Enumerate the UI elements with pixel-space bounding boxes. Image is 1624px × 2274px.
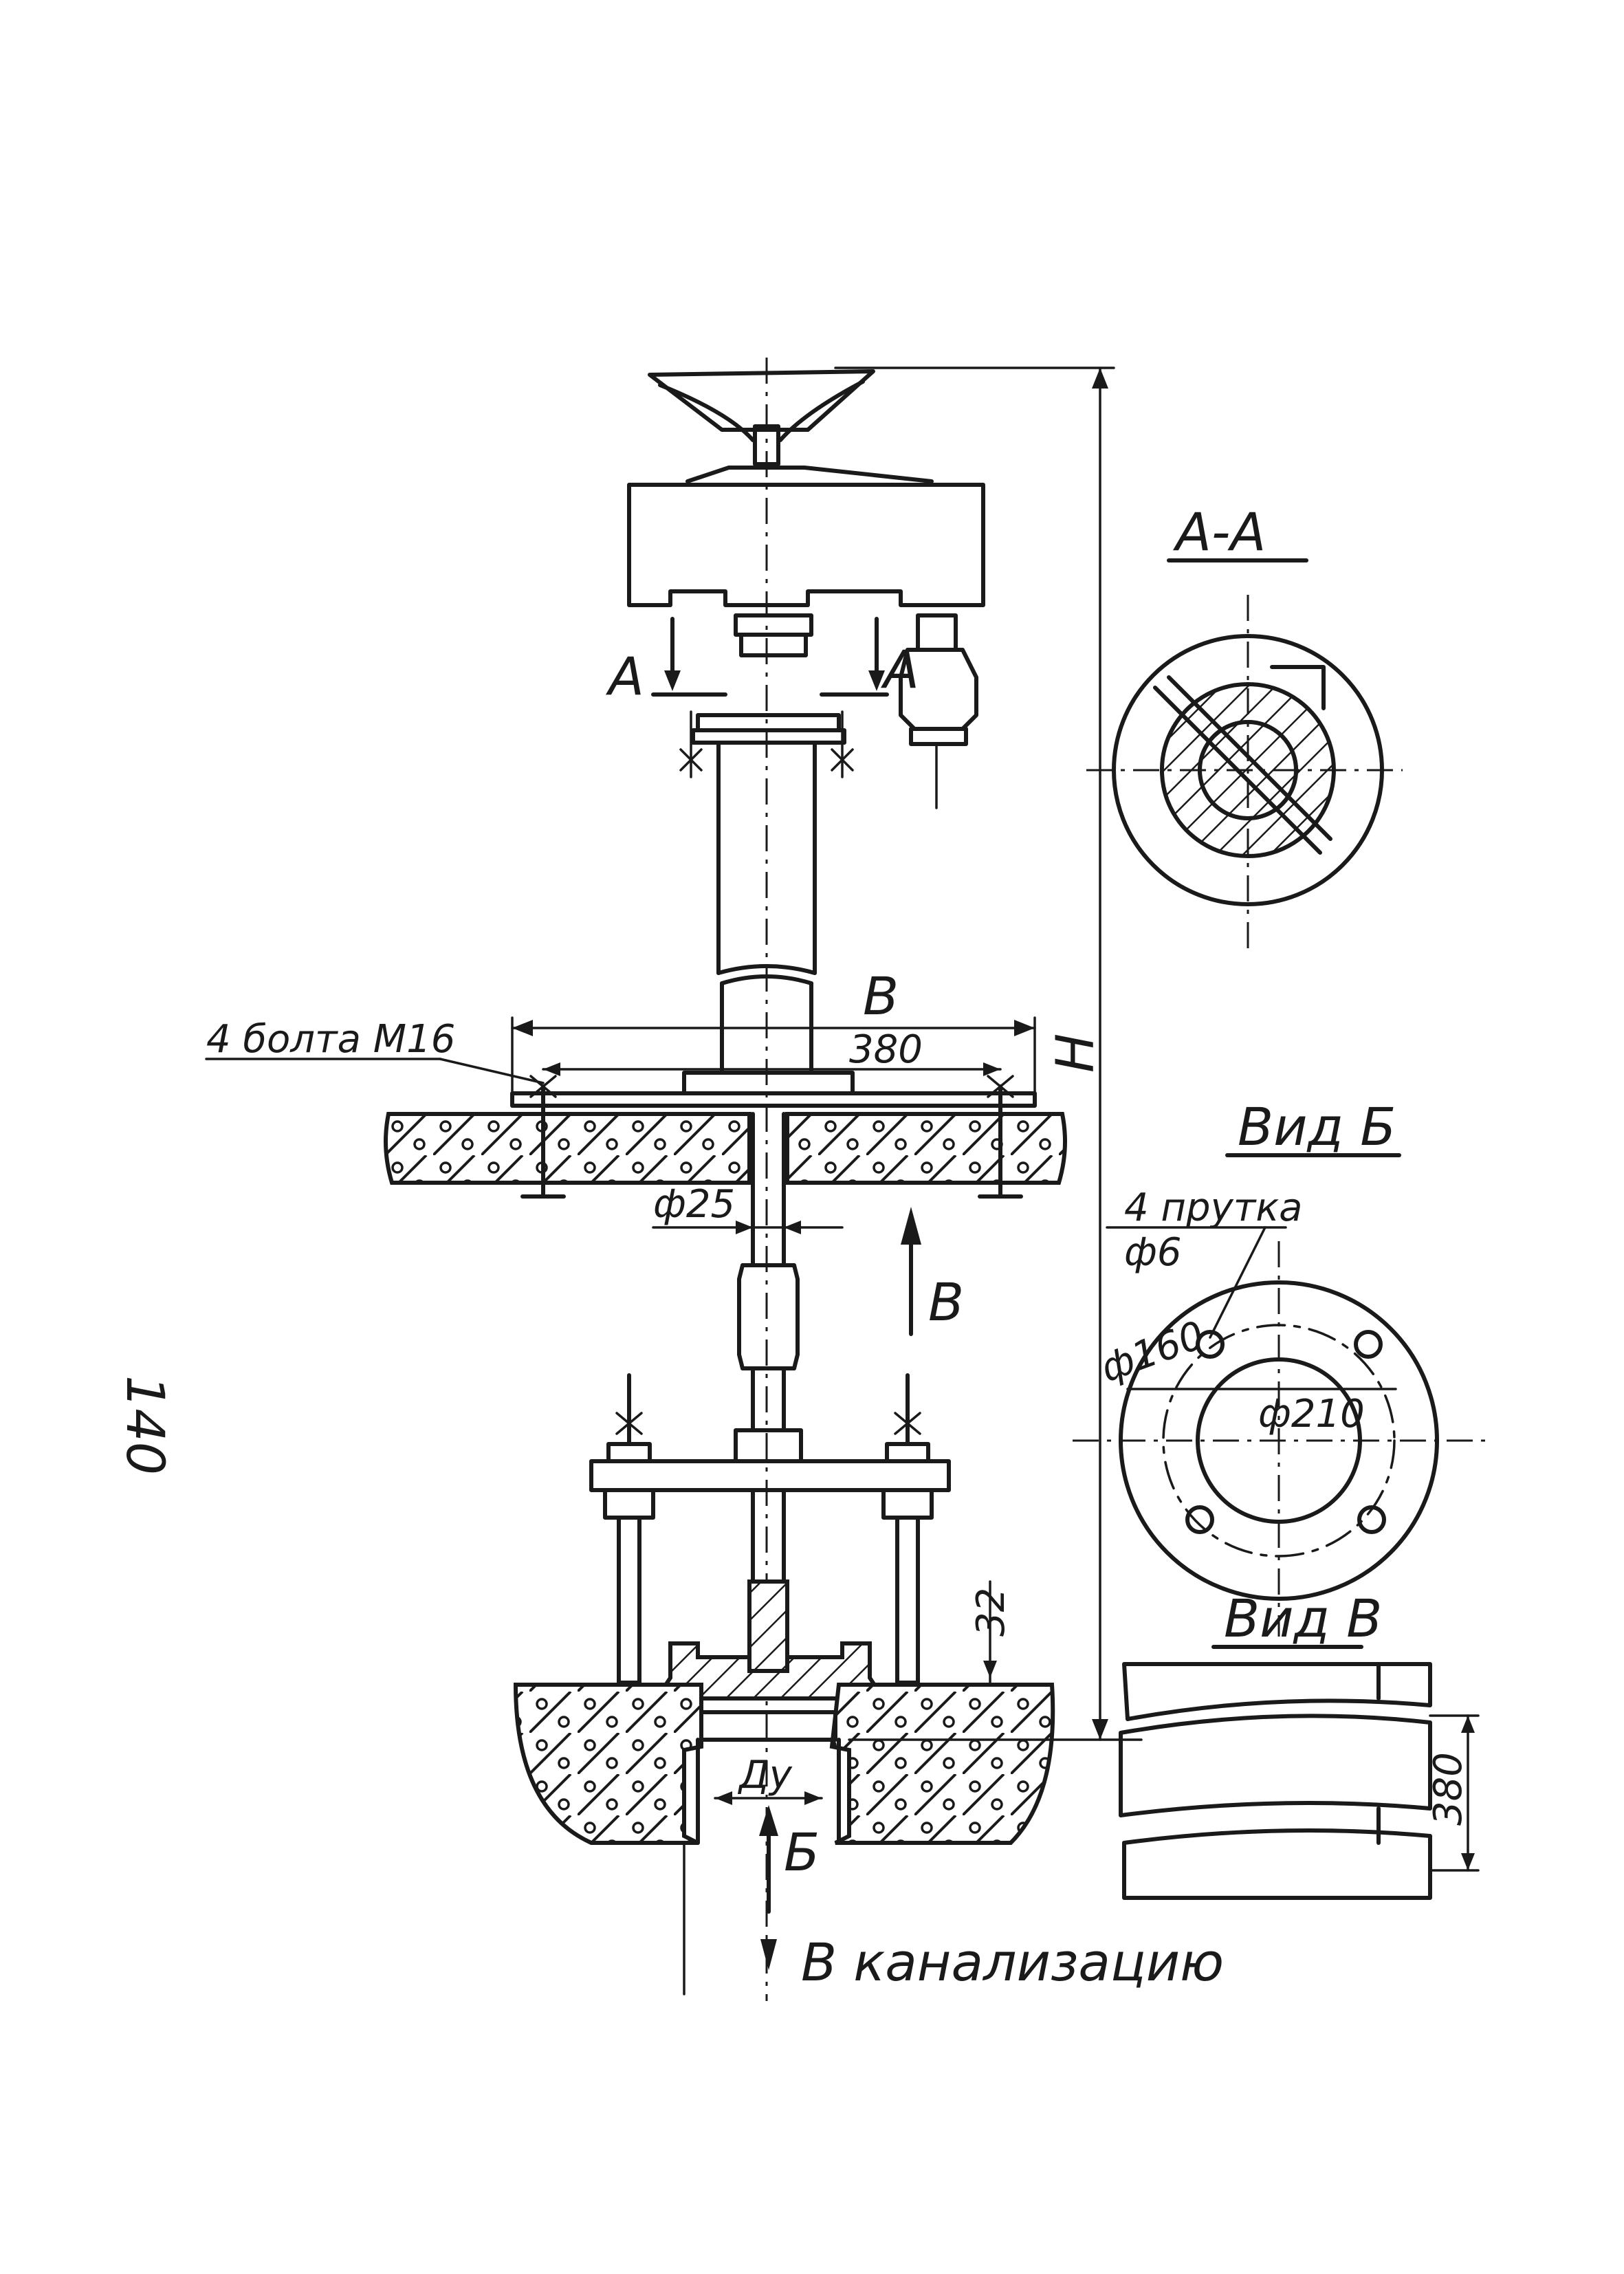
view-v-arrow: В: [901, 1207, 964, 1336]
section-mark-left: А: [605, 646, 644, 707]
lower-crossbeam: [589, 1373, 951, 1685]
dim-380-top-label: 380: [849, 1027, 923, 1072]
column-pipe: [682, 741, 855, 1095]
dim-du-label: Ду: [737, 1753, 793, 1797]
handwheel: [648, 369, 875, 466]
section-mark-right: А: [880, 639, 919, 700]
dim-v-label: В: [863, 965, 899, 1027]
dim-d25-label: ф25: [653, 1182, 735, 1227]
dim-32-label: 32: [969, 1588, 1013, 1637]
top-slab: [384, 1075, 1067, 1199]
bolts-label: 4 болта М16: [206, 1017, 455, 1062]
side-pinion: [899, 613, 978, 809]
dim-du: Ду: [714, 1753, 823, 1805]
dim-h: Н: [834, 367, 1143, 1741]
section-marks: А А: [605, 617, 919, 707]
rods-label: 4 прутка: [1124, 1185, 1303, 1230]
dim-d210-label: ф210: [1258, 1392, 1365, 1436]
page-number: 140: [115, 1375, 176, 1475]
rod-dia-label: ф6: [1124, 1230, 1182, 1275]
view-v-title: Вид В: [1224, 1588, 1382, 1649]
arrow-b-label: Б: [784, 1822, 820, 1883]
section-aa-title: А-А: [1172, 501, 1266, 562]
dim-d160-label: ф160: [1095, 1313, 1211, 1391]
view-b-title: Вид Б: [1238, 1096, 1396, 1157]
upper-flange: [679, 710, 854, 778]
section-aa: А-А: [1086, 501, 1403, 949]
view-b-arrow: Б В канализацию: [759, 1805, 1224, 1993]
dim-b-380: В 380: [511, 965, 1036, 1095]
dim-380-side-label: 380: [1426, 1752, 1471, 1826]
dim-h-label: Н: [1044, 1034, 1106, 1073]
arrow-v-label: В: [928, 1271, 964, 1333]
dim-d25: ф25: [652, 1182, 844, 1234]
outlet-label: В канализацию: [801, 1932, 1224, 1993]
main-elevation: А А: [205, 358, 1224, 2001]
bolts-callout: 4 болта М16: [205, 1017, 545, 1084]
bottom-slab: [513, 1683, 1055, 1996]
view-v: Вид В 380: [1119, 1588, 1480, 1900]
actuator-housing: [627, 466, 985, 657]
view-b: Вид Б 4 прутка ф6 ф160 ф210: [1073, 1096, 1485, 1637]
